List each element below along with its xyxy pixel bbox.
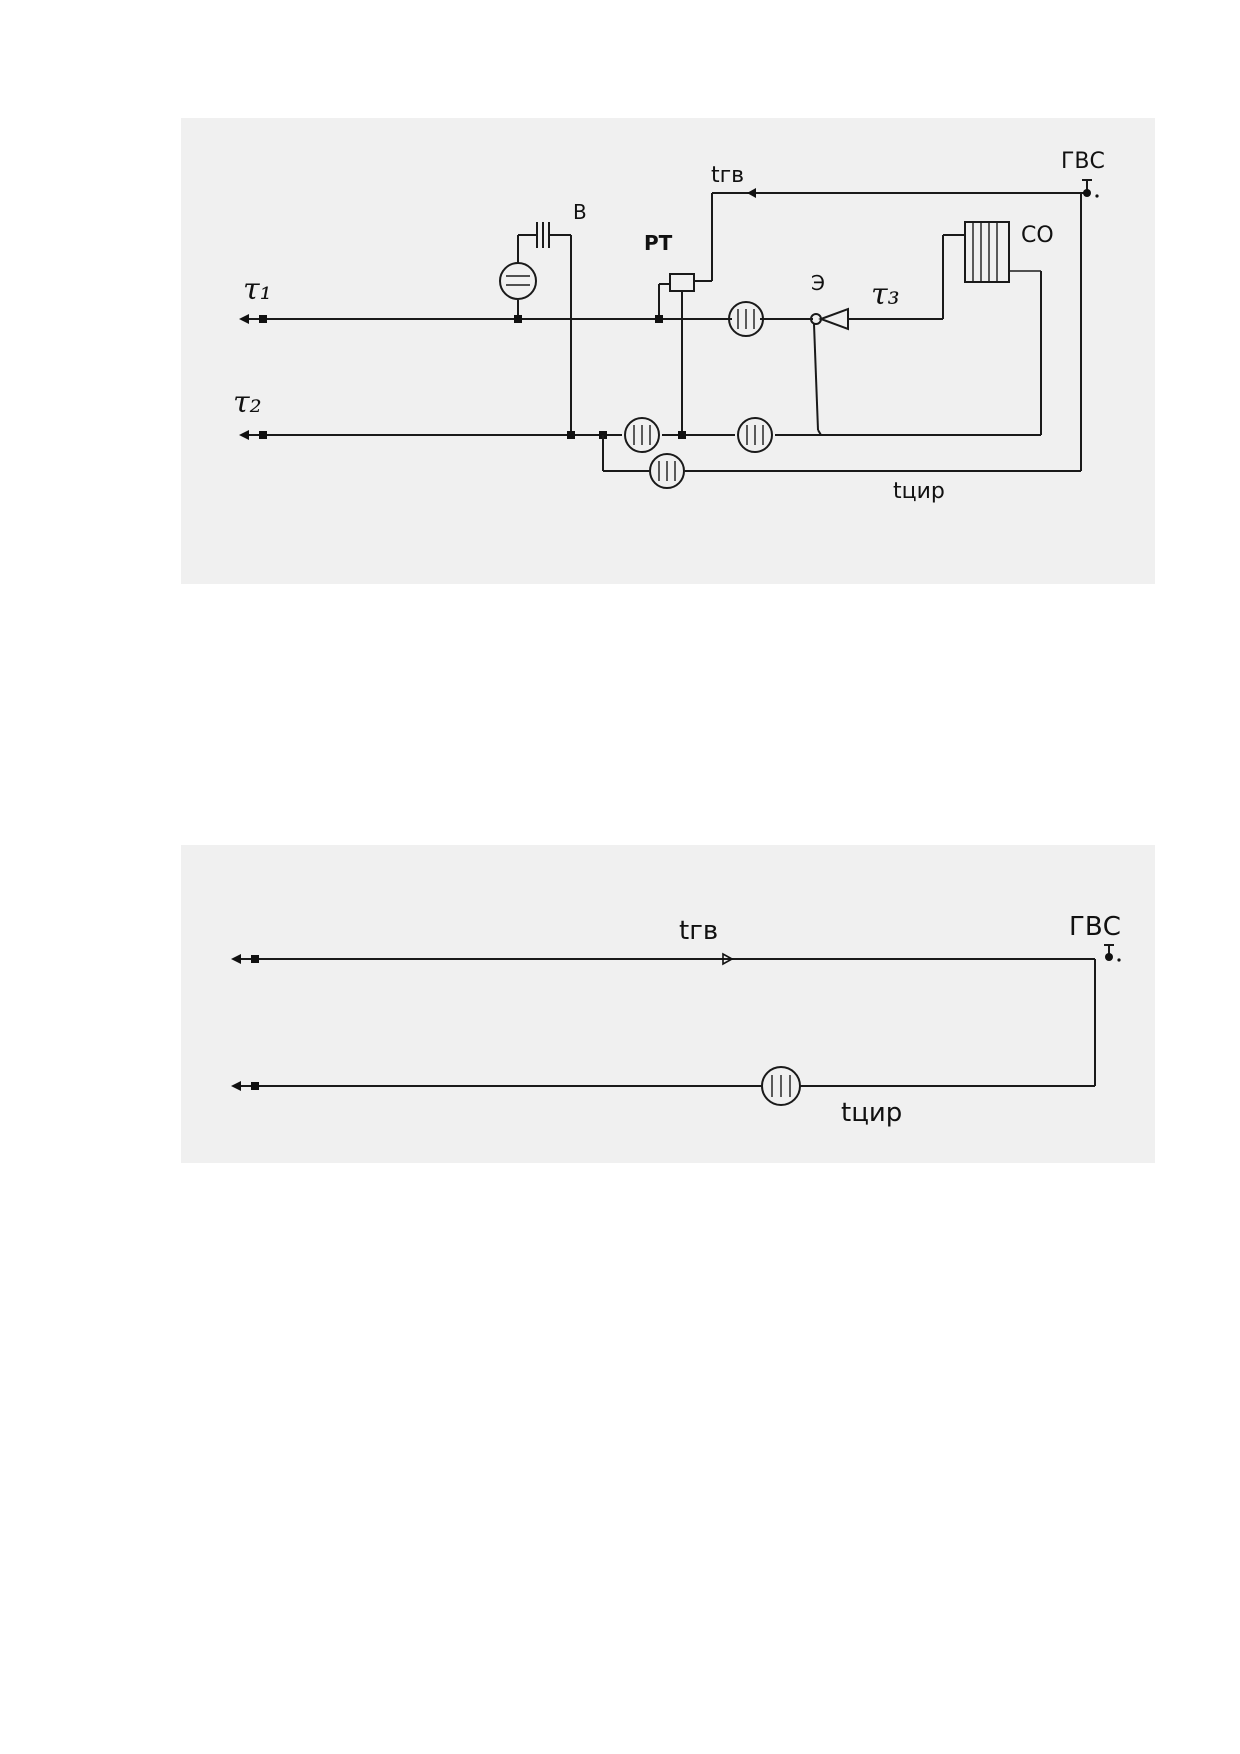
radiator [964,221,1010,283]
circulation-flowmeter [761,1066,801,1106]
gvs-label: ГВС [1069,912,1121,942]
circulation-temp-label: tцир [841,1098,902,1128]
tap-valve-icon [1083,189,1091,197]
circulation-temp-label: tцир [893,479,945,504]
return-flowmeter-2 [737,417,773,453]
circulation-flowmeter [649,453,685,489]
circ-outlet-arrow [231,1081,241,1091]
circ-outlet-node [251,1082,259,1090]
elevator-mixing-hook [817,429,822,436]
rt-junction [655,315,663,323]
tap-valve-icon [1105,953,1113,961]
hw-inlet-node [251,955,259,963]
return-node [259,431,267,439]
pump-circle [499,262,537,300]
hot-water-scheme-panel: tгв ГВС tцир [181,845,1155,1163]
valve-b-label: В [573,200,587,224]
pump-junction [514,315,522,323]
tau1-label: τ₁ [243,272,272,307]
supply-node [259,315,267,323]
heating-scheme-panel: τ₁ τ₂ τ₃ В РТ Э СО tгв ГВС tцир [181,118,1155,584]
tau3-label: τ₃ [871,277,900,312]
hw-flow-marker [747,188,756,198]
tap-drop [1117,958,1121,962]
tap-drop [1095,194,1099,198]
hw-temp-label: tгв [711,163,744,188]
hw-inlet-arrow [231,954,241,964]
elevator-label: Э [811,271,825,295]
elevator-mixing-line [813,323,819,431]
supply-flowmeter [728,301,764,337]
tau2-label: τ₂ [233,385,262,420]
supply-inlet-arrow [239,314,249,324]
return-outlet-arrow [239,430,249,440]
rt-return-junction [678,431,686,439]
rt-label: РТ [644,231,673,255]
hw-temp-label: tгв [679,916,718,946]
rt-regulator-box [669,273,695,292]
bypass-junction [567,431,575,439]
return-flowmeter-1 [624,417,660,453]
hot-water-scheme-diagram: tгв ГВС tцир [231,912,1121,1128]
co-label: СО [1021,223,1054,248]
gvs-label: ГВС [1061,149,1105,174]
hw-flow-marker [722,952,734,966]
elevator-cone [818,307,849,331]
heating-scheme-diagram: τ₁ τ₂ τ₃ В РТ Э СО tгв ГВС tцир [233,149,1105,504]
